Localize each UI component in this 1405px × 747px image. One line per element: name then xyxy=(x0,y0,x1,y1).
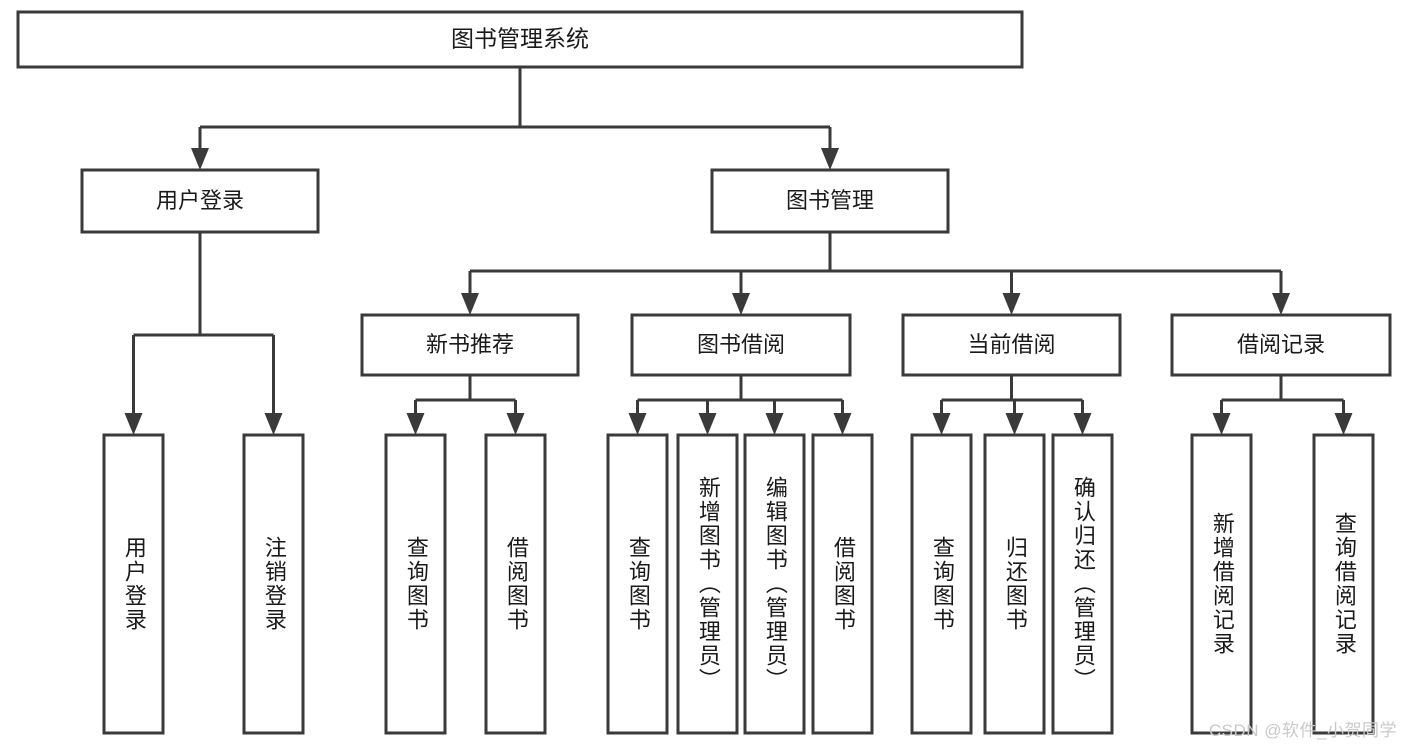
node-box-leaf-user-logout[interactable] xyxy=(242,433,305,735)
node-box-leaf-return-book[interactable] xyxy=(983,433,1046,735)
csdn-watermark: CSDN @软件_小贺同学 xyxy=(1208,721,1397,740)
node-box-leaf-query-borrow-record[interactable] xyxy=(1312,433,1375,735)
node-label-book-manage: 图书管理 xyxy=(786,188,874,213)
node-box-leaf-query-book-recommend[interactable] xyxy=(384,433,447,735)
node-label-user-login: 用户登录 xyxy=(156,188,244,213)
node-box-leaf-user-login[interactable] xyxy=(102,433,165,735)
node-box-layer xyxy=(16,10,1392,735)
node-box-borrow-record[interactable] xyxy=(1170,313,1392,377)
node-box-leaf-add-book[interactable] xyxy=(676,433,739,735)
node-box-leaf-borrow-book-recommend[interactable] xyxy=(484,433,547,735)
node-box-leaf-edit-book[interactable] xyxy=(743,433,806,735)
node-box-leaf-borrow-book[interactable] xyxy=(811,433,874,735)
node-box-book-borrow[interactable] xyxy=(630,313,852,377)
node-label-book-borrow: 图书借阅 xyxy=(697,332,785,357)
node-box-new-book-recommend[interactable] xyxy=(360,313,580,377)
node-box-current-borrow[interactable] xyxy=(901,313,1122,377)
node-label-new-book-recommend: 新书推荐 xyxy=(426,332,514,357)
node-box-leaf-query-book-current[interactable] xyxy=(910,433,973,735)
node-box-book-manage[interactable] xyxy=(710,168,950,234)
node-label-current-borrow: 当前借阅 xyxy=(967,332,1055,357)
node-box-leaf-add-borrow-record[interactable] xyxy=(1190,433,1253,735)
node-box-leaf-confirm-return[interactable] xyxy=(1051,433,1114,735)
node-label-root: 图书管理系统 xyxy=(451,26,589,52)
node-label-borrow-record: 借阅记录 xyxy=(1237,332,1325,357)
connector-layer xyxy=(124,67,1353,435)
node-box-user-login[interactable] xyxy=(80,168,320,234)
node-box-leaf-query-book-borrow[interactable] xyxy=(606,433,669,735)
node-box-root[interactable] xyxy=(16,10,1024,69)
